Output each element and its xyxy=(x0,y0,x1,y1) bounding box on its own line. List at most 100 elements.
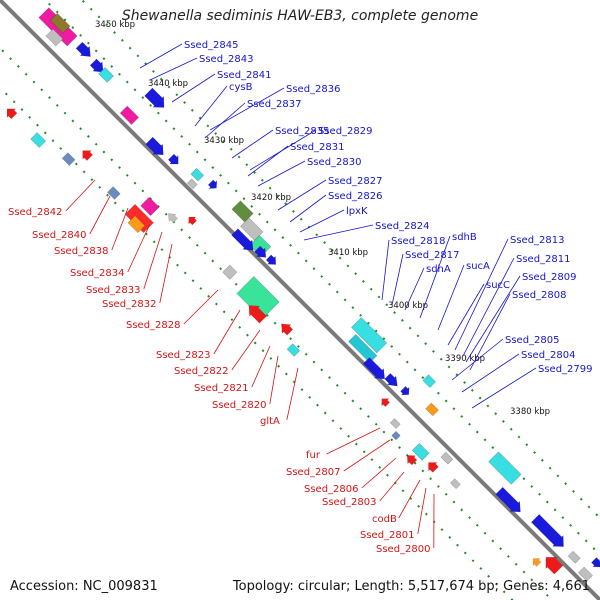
track-tick-mark xyxy=(106,193,109,197)
track-tick-mark xyxy=(273,228,277,232)
gene-arrow-shape xyxy=(82,150,93,161)
leader-line xyxy=(247,145,289,177)
track-tick-mark xyxy=(312,360,316,364)
track-tick-mark xyxy=(222,140,225,143)
track-tick-mark xyxy=(315,233,319,237)
track-tick-mark xyxy=(203,158,207,162)
leader-line xyxy=(159,243,173,304)
track-tick-mark xyxy=(338,256,342,260)
leader-line xyxy=(391,253,404,306)
leader-line xyxy=(231,329,261,371)
track-tick-mark xyxy=(98,185,102,189)
track-tick-mark xyxy=(304,259,308,263)
gene-arrow xyxy=(384,372,398,387)
track-tick-mark xyxy=(320,275,324,278)
track-tick-mark xyxy=(120,38,124,42)
track-tick-mark xyxy=(463,551,467,555)
leader-line xyxy=(361,457,397,489)
feature-block xyxy=(391,430,401,441)
track-tick-mark xyxy=(456,543,459,547)
gene-arrow xyxy=(144,87,165,108)
track-tick-mark xyxy=(253,171,256,174)
track-tick-mark xyxy=(183,101,186,104)
gene-label: Ssed_2837 xyxy=(247,99,302,110)
track-tick-mark xyxy=(444,492,448,496)
track-tick-mark xyxy=(133,181,137,185)
gene-label: Ssed_2830 xyxy=(307,157,362,168)
track-tick-mark xyxy=(548,466,552,470)
gene-arrow-shape xyxy=(145,136,164,156)
leader-line xyxy=(471,367,537,409)
kbp-position-label: 3410 kbp xyxy=(328,248,368,258)
track-tick-mark xyxy=(219,267,223,271)
track-tick-mark xyxy=(540,458,544,462)
feature-block-body xyxy=(389,418,401,429)
leader-line xyxy=(381,239,390,301)
track-tick-mark xyxy=(413,461,417,465)
feature-block-body xyxy=(488,451,522,485)
gene-arrow xyxy=(495,486,521,513)
leader-line xyxy=(257,160,306,187)
leader-line xyxy=(65,179,96,212)
track-tick-mark xyxy=(509,427,513,431)
track-tick-mark xyxy=(242,197,246,201)
track-tick-mark xyxy=(48,96,51,99)
gene-arrow-shape xyxy=(384,372,398,387)
track-tick-mark xyxy=(545,500,549,504)
feature-block xyxy=(286,343,301,357)
track-tick-mark xyxy=(354,442,358,446)
track-tick-mark xyxy=(468,516,471,520)
track-tick-mark xyxy=(390,438,394,442)
leader-line xyxy=(251,345,271,388)
track-tick-mark xyxy=(164,212,168,216)
track-tick-mark xyxy=(86,135,90,138)
feature-block-body xyxy=(127,215,146,234)
gene-label: Ssed_2813 xyxy=(510,235,565,246)
track-tick-mark xyxy=(487,574,491,578)
leader-line xyxy=(326,427,381,455)
track-tick-mark xyxy=(284,372,288,376)
gene-label: Ssed_2831 xyxy=(290,142,345,153)
gene-label: Ssed_2799 xyxy=(538,364,593,375)
track-tick-mark xyxy=(538,586,541,590)
track-tick-mark xyxy=(323,241,326,244)
feature-block-body xyxy=(391,430,401,441)
track-tick-mark xyxy=(432,350,435,353)
track-tick-mark xyxy=(448,535,452,539)
leader-line xyxy=(289,194,327,223)
gene-arrow-shape xyxy=(495,486,521,513)
gene-label: Ssed_2808 xyxy=(512,290,567,301)
track-tick-mark xyxy=(401,489,405,493)
track-tick-mark xyxy=(250,205,254,208)
track-tick-mark xyxy=(149,103,153,107)
track-tick-mark xyxy=(237,155,241,159)
track-tick-mark xyxy=(517,435,521,439)
gene-label: Ssed_2822 xyxy=(174,366,229,377)
gene-label: Ssed_2836 xyxy=(286,84,341,95)
gene-label: cysB xyxy=(229,82,253,93)
track-tick-mark xyxy=(188,236,191,240)
kbp-position-label: 3440 kbp xyxy=(148,79,188,89)
track-tick-mark xyxy=(486,404,490,408)
gene-label: Ssed_2804 xyxy=(521,350,576,361)
gene-label: sdhA xyxy=(426,264,451,275)
track-tick-mark xyxy=(245,163,249,167)
leader-line xyxy=(127,223,151,273)
leader-line xyxy=(451,338,504,381)
track-tick-mark xyxy=(79,33,83,37)
feature-block xyxy=(49,13,71,34)
track-tick-mark xyxy=(530,578,534,582)
gene-arrow-shape xyxy=(531,514,564,547)
track-tick-mark xyxy=(386,473,389,477)
feature-block xyxy=(422,374,437,388)
track-tick-mark xyxy=(429,477,433,481)
gene-label: Ssed_2801 xyxy=(360,530,415,541)
track-tick-mark xyxy=(377,295,381,299)
track-tick-mark xyxy=(136,54,140,58)
gene-arrow xyxy=(167,153,179,165)
gene-arrow-shape xyxy=(281,323,294,336)
track-tick-mark xyxy=(545,593,549,597)
track-tick-mark xyxy=(494,412,498,416)
